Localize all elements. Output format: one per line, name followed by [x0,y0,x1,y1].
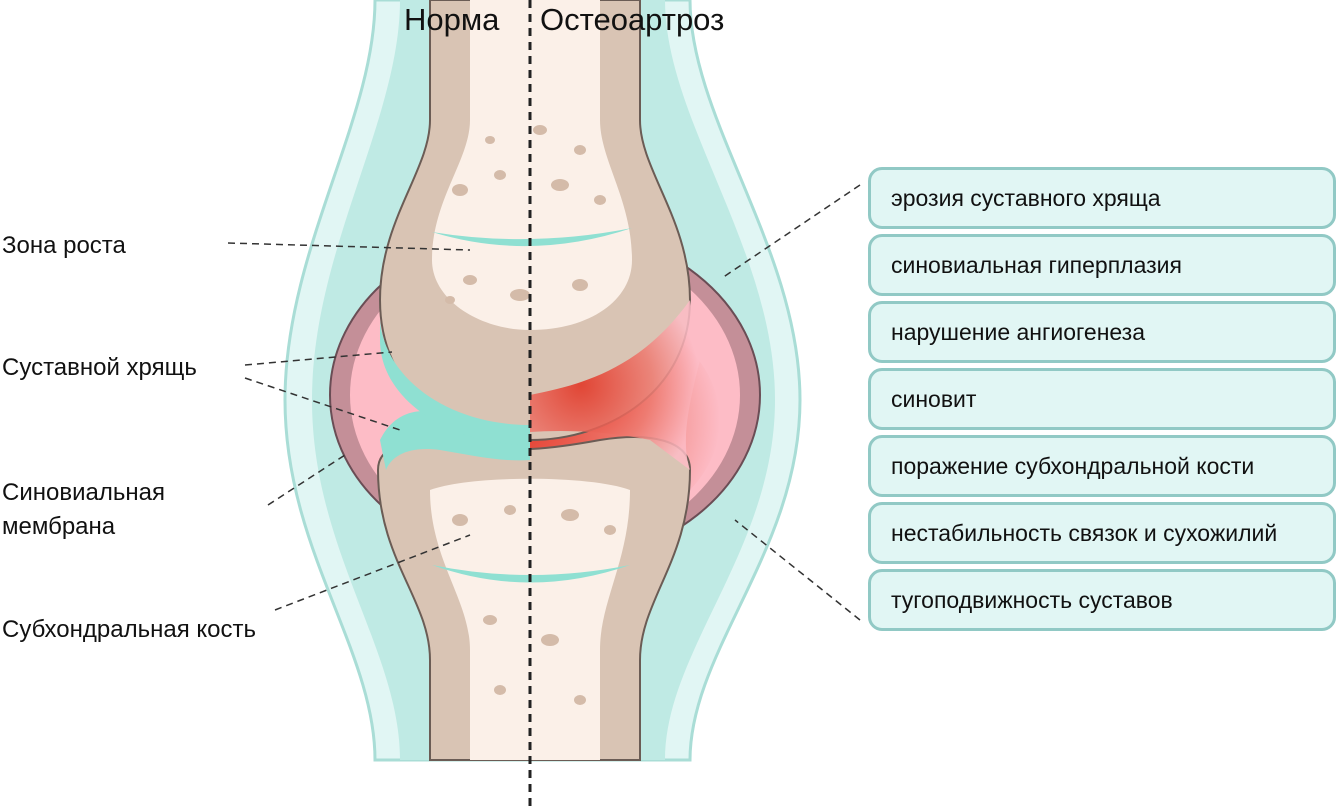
box-cartilage-erosion: эрозия суставного хряща [868,167,1336,229]
label-subchondral: Субхондральная кость [2,616,256,643]
title-normal: Норма [404,2,500,37]
box-synovitis: синовит [868,368,1336,430]
box-label: синовит [891,385,977,412]
box-synovial-hyperplasia: синовиальная гиперплазия [868,234,1336,296]
box-label: тугоподвижность суставов [891,586,1173,613]
box-label: поражение субхондральной кости [891,452,1255,479]
box-angiogenesis: нарушение ангиогенеза [868,301,1336,363]
label-growth-zone: Зона роста [2,232,126,259]
growth-plate-upper [432,228,632,247]
box-joint-stiffness: тугоподвижность суставов [868,569,1336,631]
box-label: синовиальная гиперплазия [891,251,1182,278]
bone-pores [445,125,616,705]
box-subchondral-lesion: поражение субхондральной кости [868,435,1336,497]
label-cartilage: Суставной хрящь [2,354,197,381]
leader-lines [227,184,861,621]
box-label: нарушение ангиогенеза [891,318,1146,345]
box-label: нестабильность связок и сухожилий [891,519,1278,546]
label-synovial-1: Синовиальная [2,479,165,506]
growth-plate-lower [432,565,630,583]
box-label: эрозия суставного хряща [891,184,1161,211]
label-synovial-2: мембрана [2,513,116,540]
box-ligament-instability: нестабильность связок и сухожилий [868,502,1336,564]
title-osteoarthritis: Остеоартроз [540,2,725,37]
upper-marrow [432,0,632,330]
